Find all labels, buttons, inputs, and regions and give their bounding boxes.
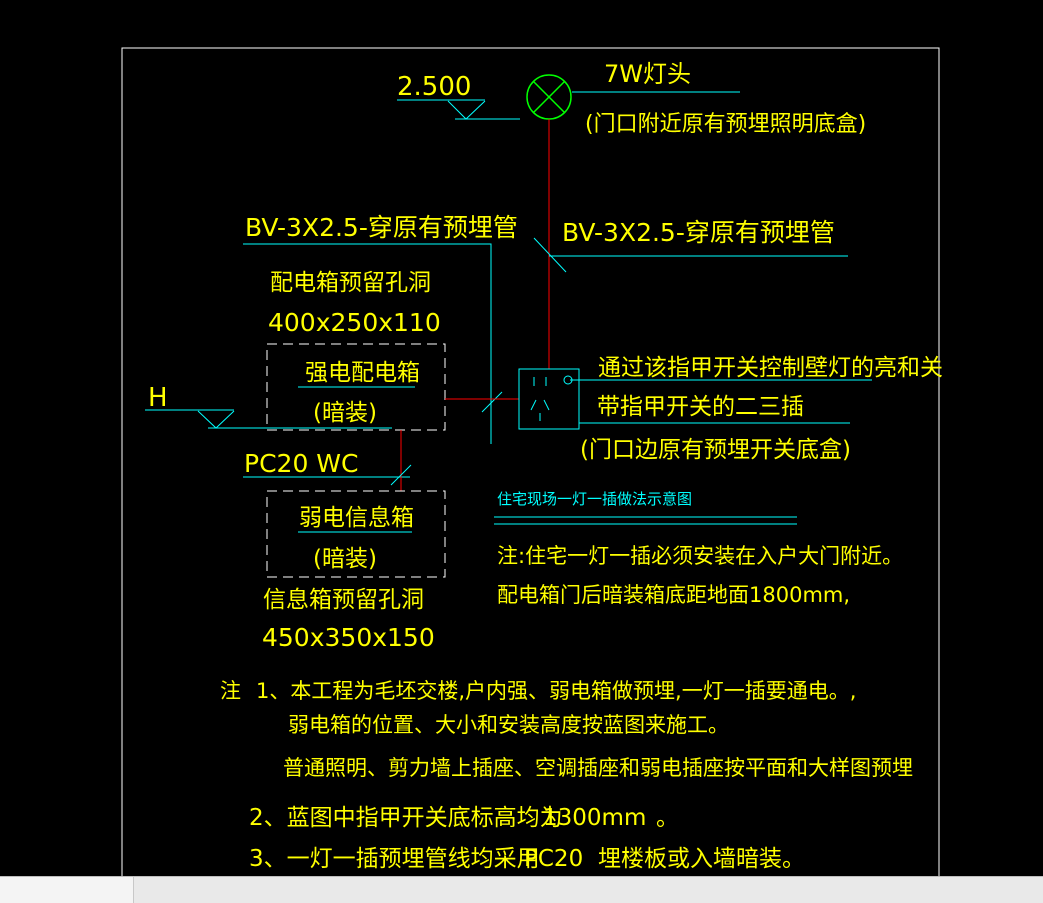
- weak-box-hole-size: 450x350x150: [262, 623, 435, 652]
- lamp-label: 7W灯头: [604, 60, 691, 88]
- socket-desc-1: 通过该指甲开关控制壁灯的亮和关: [598, 355, 943, 381]
- socket-desc-2: 带指甲开关的二三插: [597, 394, 804, 420]
- weak-box-mount: (暗装): [313, 546, 377, 572]
- conduit-label: PC20 WC: [244, 449, 358, 478]
- note-3a: 3、一灯一插预埋管线均采用: [249, 846, 540, 872]
- weak-box: [266, 490, 446, 578]
- note-1c: 普通照明、剪力墙上插座、空调插座和弱电插座按平面和大样图预埋: [283, 756, 913, 780]
- wire-leader-left: [243, 243, 492, 444]
- note-small-1: 注:住宅一灯一插必须安装在入户大门附近。: [497, 544, 903, 568]
- notes-prefix: 注: [220, 679, 241, 703]
- note-1a: 1、本工程为毛坯交楼,户内强、弱电箱做预埋,一灯一插要通电。,: [256, 679, 856, 703]
- floor-mark-label: H: [148, 383, 168, 413]
- note-small-2: 配电箱门后暗装箱底距地面1800mm,: [497, 583, 850, 607]
- elevation-triangle: [447, 100, 486, 120]
- strong-box-name: 强电配电箱: [305, 360, 420, 386]
- socket-desc-3: (门口边原有预埋开关底盒): [580, 437, 851, 463]
- wire-tick-mark: [533, 237, 567, 273]
- strong-box: [266, 343, 446, 431]
- weak-box-hole-label: 信息箱预留孔洞: [263, 587, 424, 613]
- note-3c: 埋楼板或入墙暗装。: [598, 846, 805, 872]
- wire-label-left: BV-3X2.5-穿原有预埋管: [245, 213, 518, 242]
- note-3b: PC20: [524, 846, 583, 872]
- strong-box-hole-label: 配电箱预留孔洞: [270, 270, 431, 296]
- wire-tick-left: [481, 391, 503, 413]
- status-bar: [0, 876, 1043, 903]
- wire-label-right: BV-3X2.5-穿原有预埋管: [562, 218, 835, 247]
- strong-box-mount: (暗装): [313, 400, 377, 426]
- elevation-label: 2.500: [397, 72, 471, 102]
- note-2a: 2、蓝图中指甲开关底标高均为: [249, 805, 563, 831]
- status-bar-cell: [0, 877, 134, 903]
- socket-icon: [518, 368, 580, 430]
- note-2b: 1300mm: [543, 805, 646, 831]
- conduit-tick: [390, 464, 412, 486]
- note-2c: 。: [656, 805, 679, 831]
- diagram-title: 住宅现场一灯一插做法示意图: [497, 490, 692, 508]
- strong-box-hole-size: 400x250x110: [268, 308, 441, 337]
- lamp-icon: [526, 74, 572, 120]
- note-1b: 弱电箱的位置、大小和安装高度按蓝图来施工。: [288, 713, 729, 737]
- lamp-note: (门口附近原有预埋照明底盒): [585, 112, 866, 137]
- weak-box-name: 弱电信息箱: [299, 505, 414, 531]
- drawing-frame: [121, 47, 940, 902]
- floor-triangle: [197, 410, 235, 429]
